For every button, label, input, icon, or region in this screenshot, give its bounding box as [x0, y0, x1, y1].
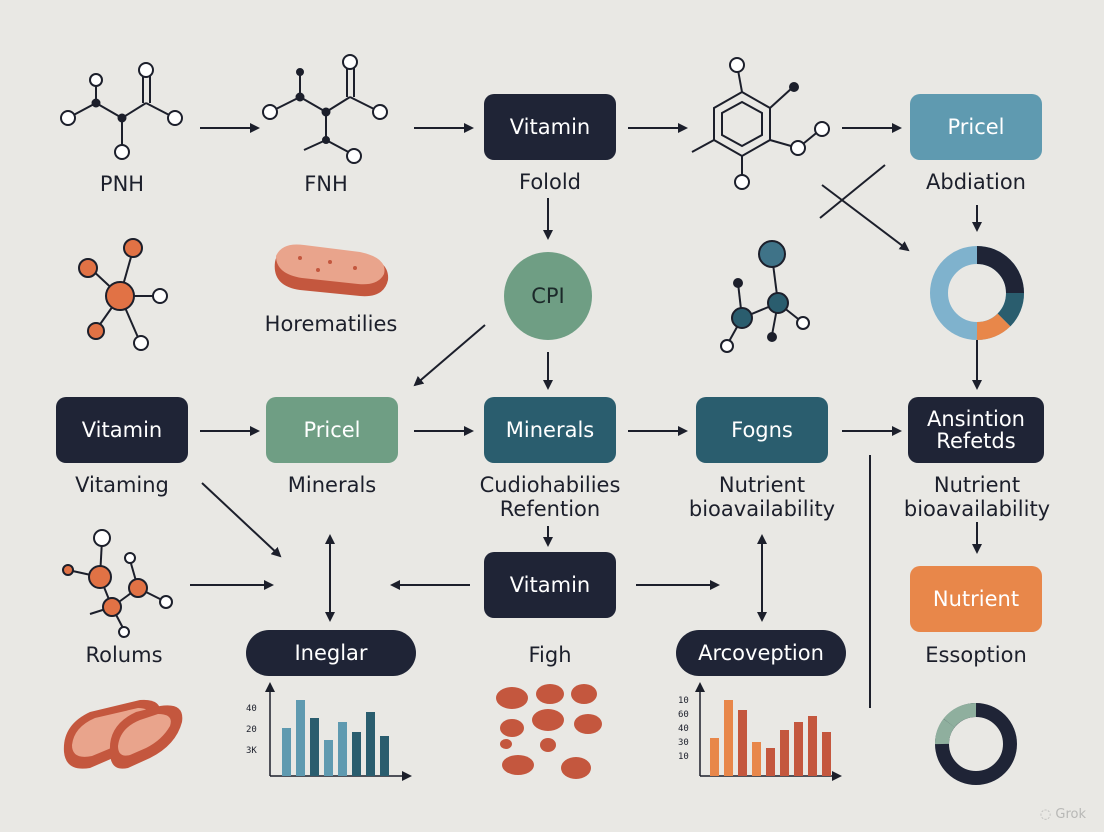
watermark-text: Grok: [1055, 807, 1086, 822]
minerals-label: Minerals: [287, 473, 377, 497]
pnh-label: PNH: [99, 172, 145, 196]
arrow-cross-down: [821, 184, 910, 252]
donut-chart-top-icon: [930, 246, 1025, 341]
figh-label: Figh: [528, 643, 572, 667]
right-chart-tick-1: 60: [678, 710, 689, 720]
bars-left-bar-5: [352, 732, 361, 776]
blue-molecule-icon: [720, 240, 810, 353]
ineglar-pill[interactable]: Ineglar: [246, 630, 416, 676]
essoption-label: Essoption: [925, 643, 1027, 667]
horematilies-label: Horematilies: [264, 312, 398, 336]
bars-left-bar-3: [324, 740, 333, 776]
arrow-cpi-pricel: [413, 324, 486, 387]
cudiohabilies-label: Cudiohabilies: [479, 473, 621, 497]
bioavailability-label-2: bioavailability: [903, 497, 1051, 521]
bars-right-bar-0: [710, 738, 719, 776]
donut-chart-bottom-icon: [935, 702, 1017, 785]
minerals-mid-box[interactable]: Minerals: [484, 397, 616, 463]
vitaming-label: Vitaming: [75, 473, 169, 497]
nutrient-label-1: Nutrient: [718, 473, 806, 497]
orange-molecule-icon: [78, 238, 168, 351]
grok-logo-icon: ◌: [1039, 807, 1056, 822]
molecule-fnh-icon: [262, 54, 388, 164]
pricel-mid-box[interactable]: Pricel: [266, 397, 398, 463]
line-cross: [819, 164, 886, 219]
molecule-pnh-icon: [60, 62, 183, 160]
fogns-box[interactable]: Fogns: [696, 397, 828, 463]
left-chart-tick-0: 40: [246, 704, 257, 714]
left-chart-tick-2: 3K: [246, 746, 257, 756]
rolums-label: Rolums: [85, 643, 163, 667]
bars-left-bar-1: [296, 700, 305, 776]
bars-left-bar-4: [338, 722, 347, 776]
ansintion-refetds-box[interactable]: Ansintion Refetds: [908, 397, 1044, 463]
right-chart-tick-3: 30: [678, 738, 689, 748]
arrow-vitaming-ineglar: [201, 482, 282, 558]
pricel-top-box[interactable]: Pricel: [910, 94, 1042, 160]
bars-left-bar-6: [366, 712, 375, 776]
left-chart-tick-1: 20: [246, 725, 257, 735]
arcoveption-pill[interactable]: Arcoveption: [676, 630, 846, 676]
abdiation-label: Abdiation: [926, 170, 1026, 194]
connector-arrows: [190, 123, 982, 708]
refention-label: Refention: [499, 497, 601, 521]
right-chart-tick-2: 40: [678, 724, 689, 734]
watermark: ◌ Grok: [1040, 807, 1086, 822]
bars-right-bar-6: [794, 722, 803, 776]
right-chart-tick-4: 10: [678, 752, 689, 762]
bars-right-bar-8: [822, 732, 831, 776]
vitamin-top-box[interactable]: Vitamin: [484, 94, 616, 160]
bars-left-bar-0: [282, 728, 291, 776]
meat-slice-icon: [274, 244, 389, 297]
bars-left-bar-2: [310, 718, 319, 776]
bioavailability-label-1: bioavailability: [688, 497, 836, 521]
benzene-ring-icon: [691, 57, 830, 190]
nutrient-box[interactable]: Nutrient: [910, 566, 1042, 632]
bars-right-bar-2: [738, 710, 747, 776]
bars-right-bar-1: [724, 700, 733, 776]
rolums-molecule-icon: [62, 529, 173, 638]
vitamin-low-box[interactable]: Vitamin: [484, 552, 616, 618]
bar-chart-right: [695, 682, 842, 781]
vitamin-left-box[interactable]: Vitamin: [56, 397, 188, 463]
cpi-circle[interactable]: CPI: [504, 252, 592, 340]
bars-left-bar-7: [380, 736, 389, 776]
beans-icon: [496, 684, 602, 779]
bars-right-bar-5: [780, 730, 789, 776]
bar-chart-left: [265, 682, 412, 781]
meat-slices-icon: [63, 699, 183, 769]
nutrient-label-2: Nutrient: [933, 473, 1021, 497]
bars-right-bar-4: [766, 748, 775, 776]
fnh-label: FNH: [304, 172, 348, 196]
right-chart-tick-0: 10: [678, 696, 689, 706]
folold-label: Folold: [518, 170, 582, 194]
bars-right-bar-3: [752, 742, 761, 776]
bars-right-bar-7: [808, 716, 817, 776]
